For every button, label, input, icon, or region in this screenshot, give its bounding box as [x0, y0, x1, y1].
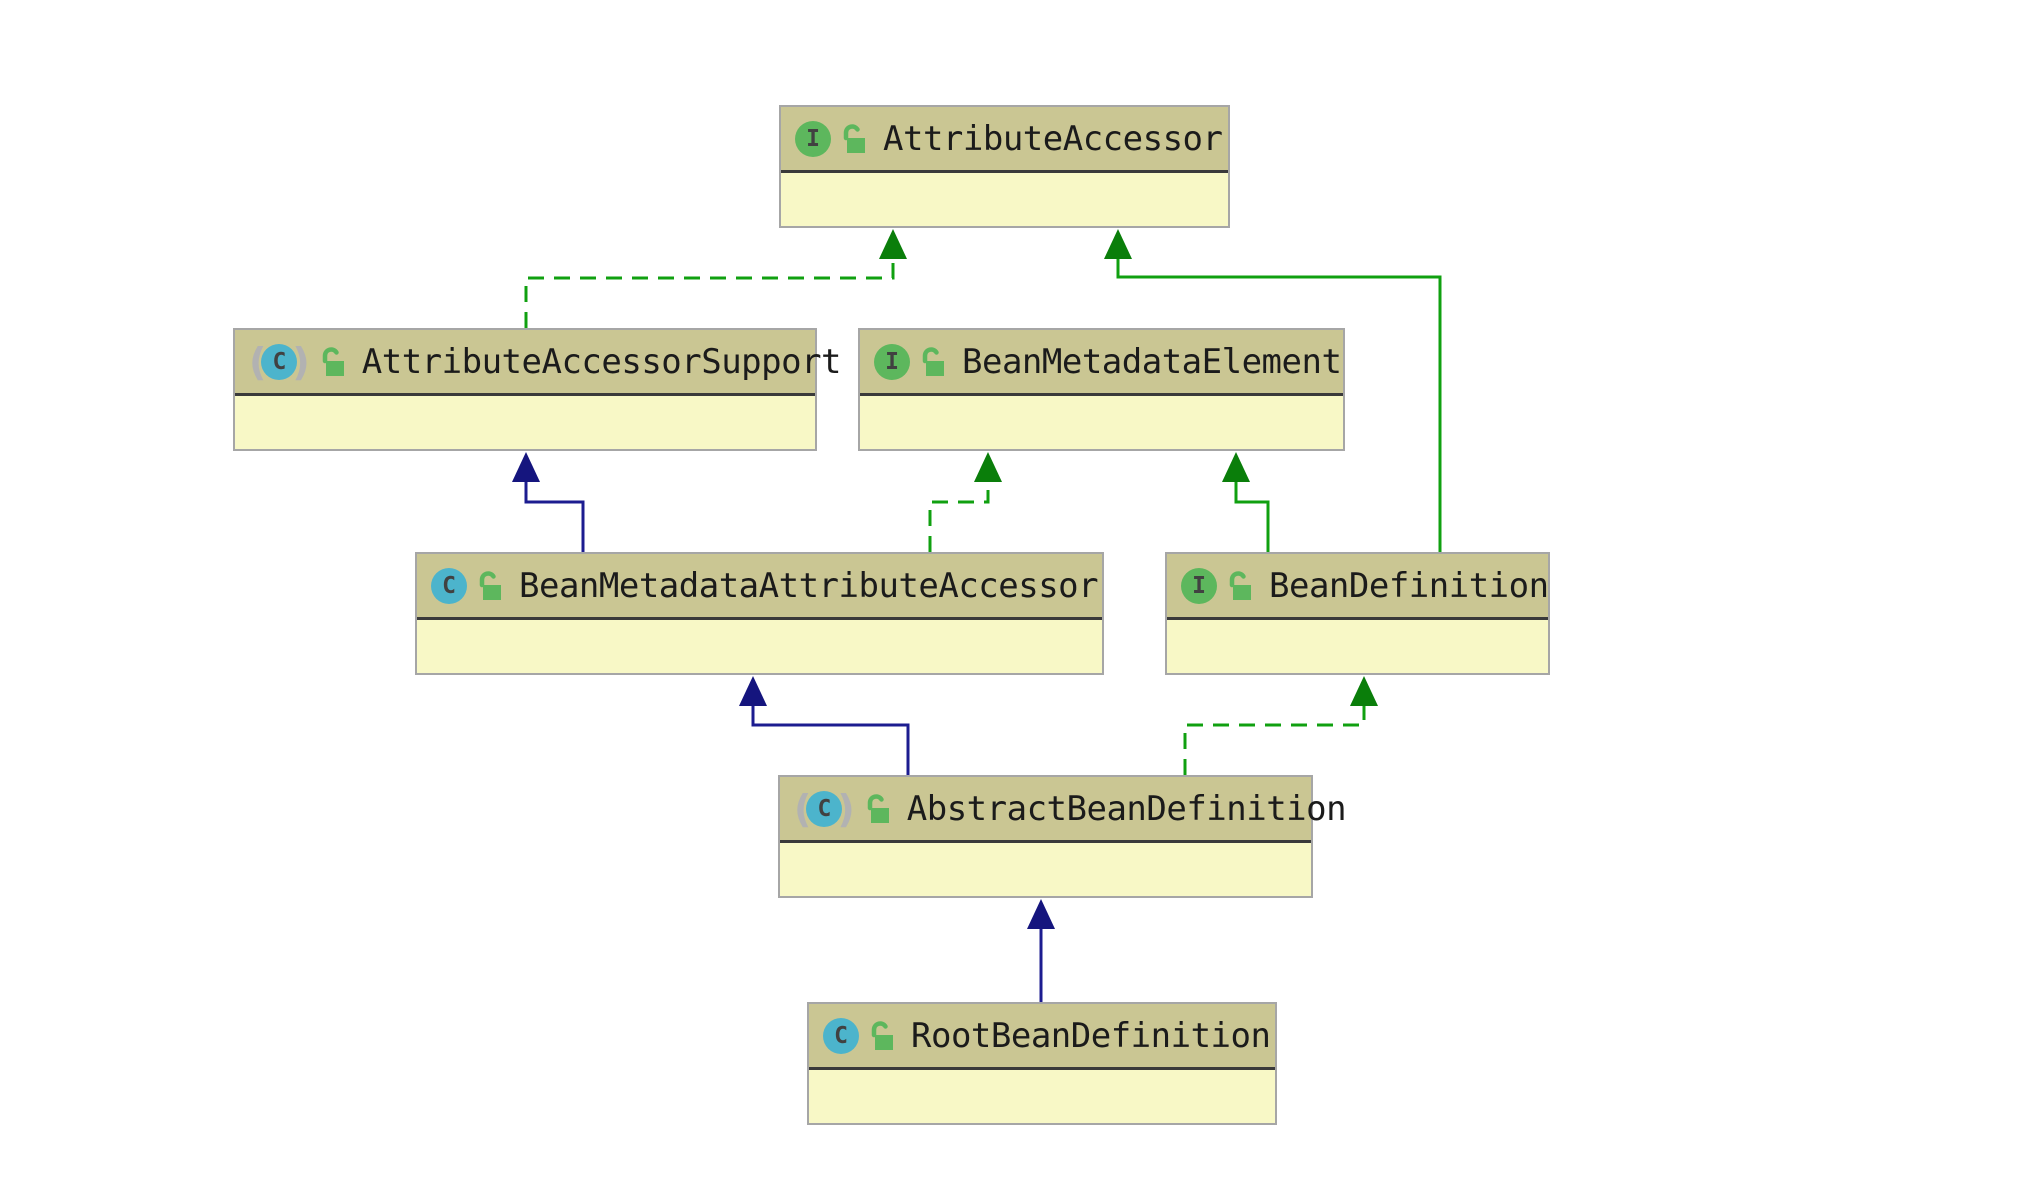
unlock-icon	[476, 570, 504, 602]
class-node-beanmetadataattributeaccessor[interactable]: C BeanMetadataAttributeAccessor	[415, 552, 1104, 675]
class-name: AbstractBeanDefinition	[906, 788, 1347, 829]
abstract-paren-icon: (	[794, 786, 812, 831]
class-name: RootBeanDefinition	[911, 1015, 1271, 1056]
node-body	[417, 620, 1102, 673]
class-name: BeanMetadataElement	[962, 341, 1342, 382]
class-node-rootbeandefinition[interactable]: C RootBeanDefinition	[807, 1002, 1277, 1125]
abstract-paren-icon: )	[837, 786, 855, 831]
abstract-class-icon: ( C )	[249, 339, 310, 384]
unlock-icon	[864, 793, 892, 825]
interface-icon: I	[1181, 567, 1217, 604]
edge-extends-rootbeandefinition-abstractbeandefinition	[1027, 899, 1055, 1002]
edge-implements-attributeaccessorsupport-attributeaccessor	[524, 229, 907, 328]
class-node-beandefinition[interactable]: I BeanDefinition	[1165, 552, 1550, 675]
class-name: AttributeAccessorSupport	[361, 341, 842, 382]
edge-extends-abstractbeandefinition-beanmetadataattributeaccessor	[739, 676, 910, 775]
class-name: BeanMetadataAttributeAccessor	[519, 565, 1099, 606]
interface-icon: I	[795, 120, 831, 157]
class-name: BeanDefinition	[1269, 565, 1549, 606]
edge-extends-beanmetadataattributeaccessor-attributeaccessorsupport	[512, 452, 585, 552]
node-body	[1167, 620, 1548, 673]
class-icon: C	[431, 567, 467, 604]
abstract-paren-icon: (	[249, 339, 267, 384]
unlock-icon	[868, 1020, 896, 1052]
node-header: C BeanMetadataAttributeAccessor	[417, 554, 1102, 620]
class-node-beanmetadataelement[interactable]: I BeanMetadataElement	[858, 328, 1345, 451]
node-header: I BeanDefinition	[1167, 554, 1549, 620]
unlock-icon	[1226, 570, 1254, 602]
class-node-abstractbeandefinition[interactable]: ( C ) AbstractBeanDefinition	[778, 775, 1347, 898]
node-header: ( C ) AbstractBeanDefinition	[780, 777, 1347, 843]
unlock-icon	[919, 346, 947, 378]
node-body	[860, 396, 1343, 449]
edge-implements-beanmetadataattributeaccessor-beanmetadataelement	[928, 452, 1002, 552]
unlock-icon	[319, 346, 347, 378]
node-body	[809, 1070, 1275, 1123]
abstract-paren-icon: )	[292, 339, 310, 384]
class-node-attributeaccessor[interactable]: I AttributeAccessor	[779, 105, 1230, 228]
unlock-icon	[840, 123, 868, 155]
node-header: I AttributeAccessor	[781, 107, 1228, 173]
node-header: C RootBeanDefinition	[809, 1004, 1275, 1070]
node-body	[235, 396, 815, 449]
edge-extends-beandefinition-beanmetadataelement	[1222, 452, 1270, 552]
node-body	[780, 843, 1311, 896]
class-node-attributeaccessorsupport[interactable]: ( C ) AttributeAccessorSupport	[233, 328, 842, 451]
edge-implements-abstractbeandefinition-beandefinition	[1183, 676, 1378, 775]
edge-extends-beandefinition-attributeaccessor	[1104, 229, 1442, 552]
class-name: AttributeAccessor	[883, 118, 1223, 159]
interface-icon: I	[874, 343, 910, 380]
node-header: I BeanMetadataElement	[860, 330, 1343, 396]
abstract-class-icon: ( C )	[794, 786, 855, 831]
class-icon: C	[823, 1017, 859, 1054]
node-header: ( C ) AttributeAccessorSupport	[235, 330, 842, 396]
node-body	[781, 173, 1228, 226]
